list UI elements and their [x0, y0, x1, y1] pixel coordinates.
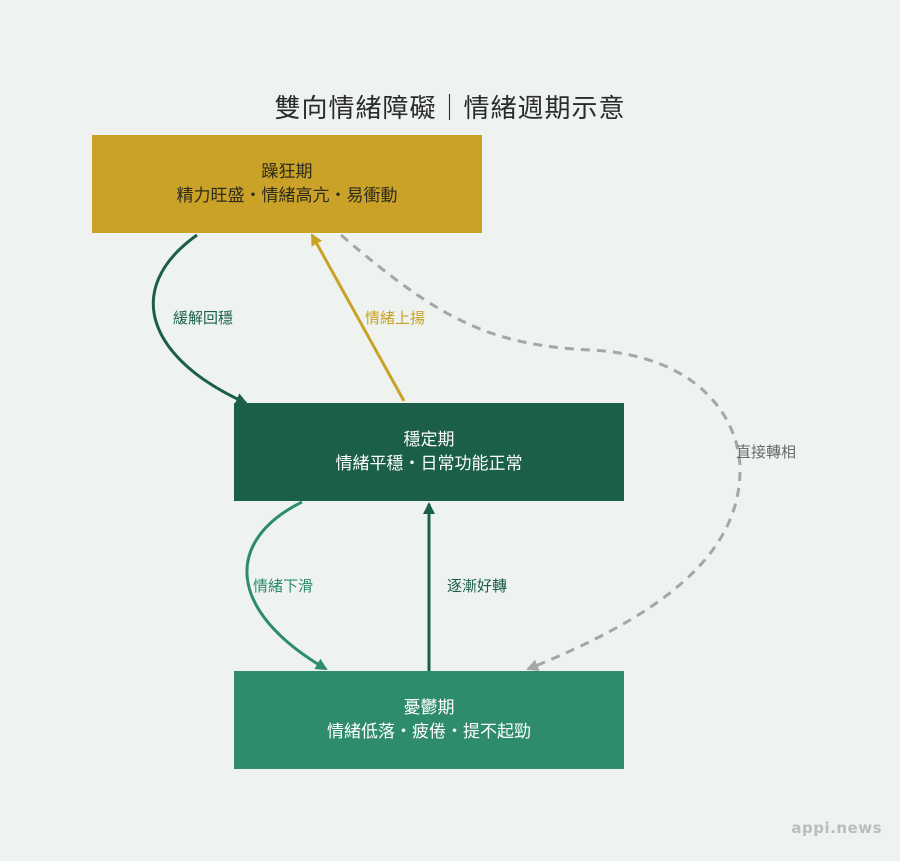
node-mania-desc: 精力旺盛・情緒高亢・易衝動 [176, 186, 398, 206]
node-depression: 憂鬱期 情緒低落・疲倦・提不起勁 [234, 671, 624, 769]
edge-label-mania-to-depression: 直接轉相 [736, 443, 797, 461]
diagram-title: 雙向情緒障礙｜情緒週期示意 [274, 94, 626, 124]
edge-label-stable-to-mania: 情緒上揚 [365, 309, 426, 327]
node-stable: 穩定期 情緒平穩・日常功能正常 [234, 403, 624, 501]
edge-label-stable-to-depression: 情緒下滑 [253, 577, 314, 595]
node-stable-name: 穩定期 [403, 430, 455, 450]
edge-stable-to-depression [245, 500, 328, 671]
edge-stable-to-mania [310, 233, 406, 402]
node-mania: 躁狂期 精力旺盛・情緒高亢・易衝動 [92, 135, 482, 233]
edge-label-depression-to-stable: 逐漸好轉 [447, 577, 508, 595]
edge-mania-to-stable [151, 233, 248, 405]
watermark: appi.news [791, 819, 882, 837]
edge-label-mania-to-stable: 緩解回穩 [173, 309, 234, 327]
node-mania-name: 躁狂期 [261, 162, 313, 182]
edge-mania-to-depression [340, 233, 742, 671]
node-depression-desc: 情緒低落・疲倦・提不起勁 [327, 722, 531, 742]
node-stable-desc: 情緒平穩・日常功能正常 [335, 454, 523, 474]
node-depression-name: 憂鬱期 [403, 698, 455, 718]
